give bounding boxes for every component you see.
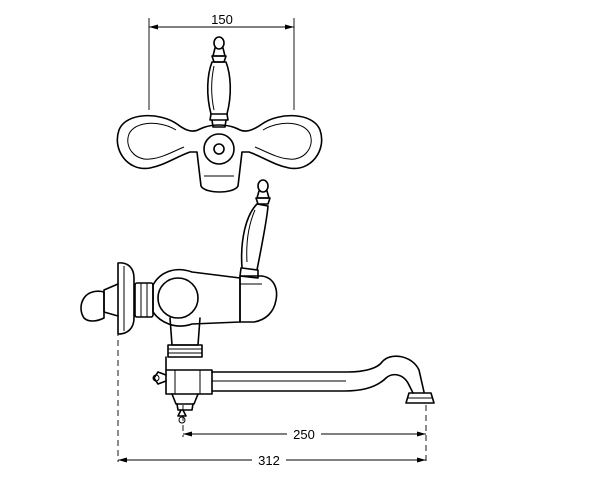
front-body xyxy=(116,114,323,193)
dimension-312: 312 xyxy=(118,453,426,468)
dimension-label-250: 250 xyxy=(293,427,315,442)
front-view: 150 xyxy=(116,12,323,193)
dimension-250: 250 xyxy=(183,427,426,442)
front-handle xyxy=(206,36,232,128)
swivel-spout xyxy=(211,355,435,404)
wall-flange xyxy=(117,262,154,335)
side-handle xyxy=(239,179,271,279)
dimension-label-312: 312 xyxy=(258,453,280,468)
dimension-label-150: 150 xyxy=(211,12,233,27)
dimension-150: 150 xyxy=(148,12,295,110)
inlet-eccentric xyxy=(80,283,119,322)
side-view: 250 312 xyxy=(80,179,435,468)
side-mixer-body xyxy=(152,268,278,411)
diverter-knob xyxy=(152,371,187,424)
